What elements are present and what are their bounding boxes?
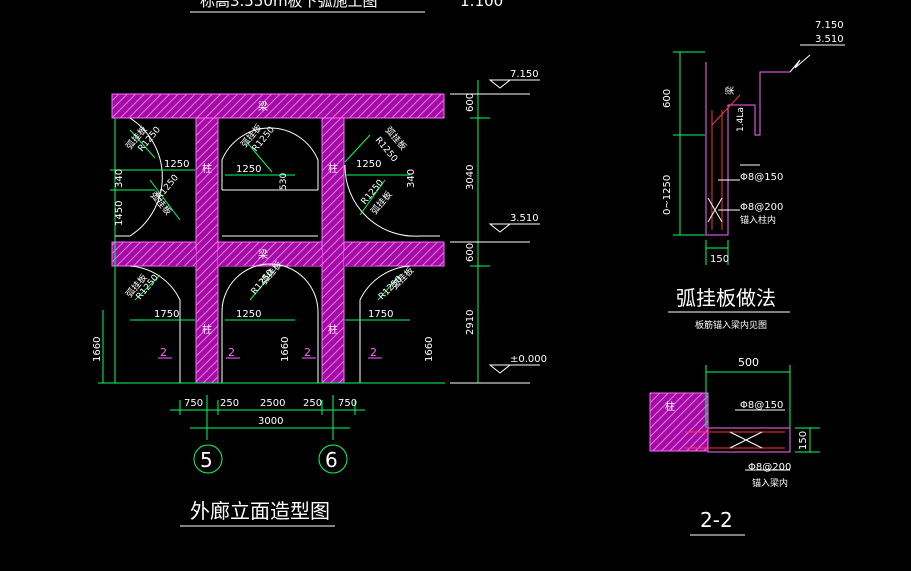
column-left [195,117,219,384]
axis-bubble-6[interactable]: 6 [318,444,348,474]
section-rebar-2: Φ8@200 [748,462,791,473]
right-dimension-lines [450,80,530,384]
detail-rebar-2: Φ8@200 [740,202,783,213]
top-beam [111,93,445,119]
dim-left-340: 340 [114,169,125,188]
elevation-middle-label: 3.510 [510,213,539,224]
section-width-500: 500 [738,356,759,369]
axis-bubble-5[interactable]: 5 [193,444,223,474]
detail-elev-b: 3.510 [815,34,844,45]
dim-bottom-250-right: 250 [303,398,322,409]
main-title: 外廊立面造型图 [190,499,330,523]
detail-beam-label: 梁 [724,86,736,95]
column-label-1: 柱 [202,162,212,175]
dim-upper-1250-left: 1250 [164,159,189,170]
section-mark-2: 2 [228,346,235,359]
axis-6-label: 6 [325,448,338,472]
elevation-marker-ground: ±0.000 [488,354,547,374]
dim-inner-340: 340 [406,169,417,188]
dim-right-600-mid: 600 [465,243,476,262]
column-label-3: 柱 [202,323,212,336]
beam-label-top: 梁 [258,100,268,113]
section-2-2 [649,365,820,471]
section-column [649,392,709,452]
dim-mid-530: 530 [279,173,289,190]
section-column-label: 柱 [665,400,675,413]
section-board [707,427,791,453]
dim-bottom-total: 3000 [258,416,283,427]
dim-bottom-750-right: 750 [338,398,357,409]
dim-upper-1250-mid: 1250 [236,164,261,175]
column-label-4: 柱 [328,323,338,336]
section-title: 2-2 [700,508,733,532]
dim-inner-1660-b: 1660 [424,337,435,362]
dim-bottom-2500: 2500 [260,398,285,409]
top-title-fragment: 标高3.550m板下弧施工图 [200,0,378,10]
elevation-ground-label: ±0.000 [510,354,547,365]
dim-bottom-250-left: 250 [220,398,239,409]
detail-height-range: 0~1250 [662,175,673,215]
dim-right-3040: 3040 [465,165,476,190]
elevation-marker-top: 7.150 [488,69,540,89]
dim-right-2910: 2910 [465,310,476,335]
detail-rebar-1: Φ8@150 [740,172,783,183]
beam-label-mid: 梁 [258,248,268,261]
dim-lower-1750-right: 1750 [368,309,393,320]
section-anchor-note: 锚入梁内 [752,477,788,489]
dim-bottom-750-left: 750 [184,398,203,409]
section-rebar-1: Φ8@150 [740,400,783,411]
dim-left-1450: 1450 [114,201,125,226]
elevation-marker-middle: 3.510 [488,213,540,233]
detail-subtitle: 板筋锚入梁内见图 [695,319,767,331]
dim-lower-1250-mid: 1250 [236,309,261,320]
detail-la-label: 1.4La [736,107,746,132]
detail-anchor-note: 锚入柱内 [740,214,776,226]
dim-left-1660: 1660 [92,337,103,362]
dim-inner-1660-a: 1660 [280,337,291,362]
middle-beam [111,241,445,267]
left-dimension-lines [98,118,445,384]
axis-5-label: 5 [200,448,213,472]
section-marks: 2 2 2 2 [158,346,382,359]
elevation-top-label: 7.150 [510,69,539,80]
lower-arcs [110,263,430,384]
section-mark-3: 2 [304,346,311,359]
detail-arc-board [673,51,811,265]
top-scale: 1:100 [460,0,503,10]
detail-title: 弧挂板做法 [676,286,776,310]
dim-upper-1250-right: 1250 [356,159,381,170]
column-right [321,117,345,384]
detail-width-150: 150 [710,254,729,265]
bottom-dimension-lines [170,395,365,440]
column-label-2: 柱 [328,162,338,175]
section-mark-1: 2 [160,346,167,359]
detail-elev-a: 7.150 [815,20,844,31]
dim-lower-1750-left: 1750 [154,309,179,320]
radius-leaders [129,129,401,301]
detail-height-600: 600 [662,89,673,108]
section-height-150: 150 [798,431,809,450]
section-mark-4: 2 [370,346,377,359]
dim-right-600-top: 600 [465,93,476,112]
